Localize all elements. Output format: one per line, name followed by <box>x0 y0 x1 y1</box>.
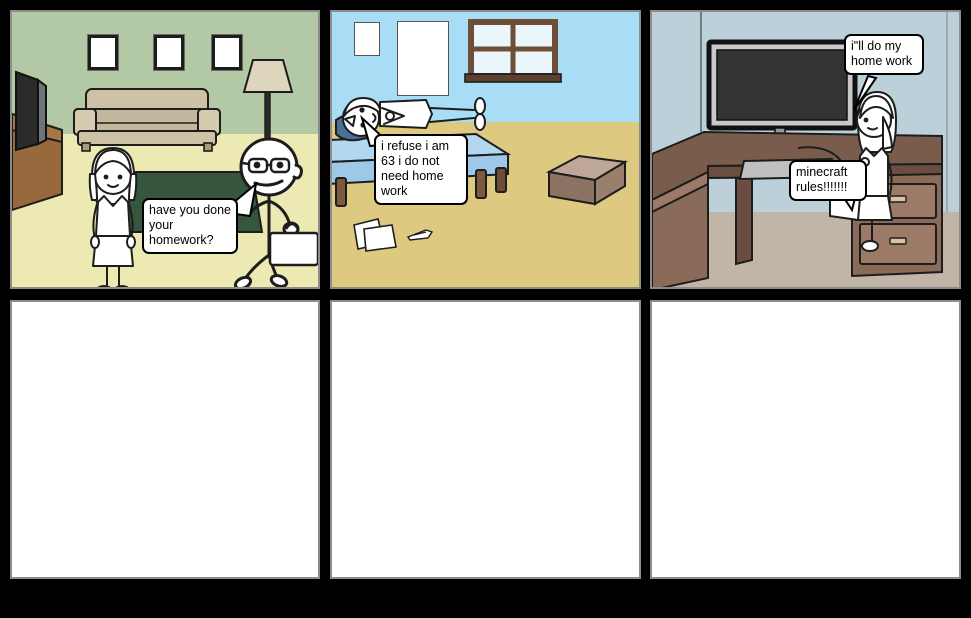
mother-figure <box>88 147 138 287</box>
panel-4-scene <box>12 302 318 577</box>
dad-question-bubble: have you done your homework? <box>142 198 238 254</box>
wall-frame-left <box>88 35 118 70</box>
panel-6-scene <box>652 302 959 577</box>
storyboard-panel-6[interactable] <box>650 300 961 579</box>
wall-frame-right <box>212 35 242 70</box>
girl-homework-bubble-tail <box>853 74 878 111</box>
cardboard-box <box>545 154 628 206</box>
bedroom-window <box>464 19 562 83</box>
storyboard-panel-3[interactable]: i"ll do my home work minecraft rules!!!!… <box>650 10 961 289</box>
father-figure <box>233 137 318 287</box>
panel-3-scene: i"ll do my home work minecraft rules!!!!… <box>652 12 959 287</box>
storyboard-panel-5[interactable] <box>330 300 641 579</box>
couch <box>73 88 221 152</box>
television <box>15 70 47 152</box>
pencil-on-floor <box>406 229 434 241</box>
storyboard-panel-4[interactable] <box>10 300 320 579</box>
girl-at-desk-figure <box>855 91 897 252</box>
wall-right-edge <box>946 12 948 212</box>
storyboard-panel-1[interactable]: have you done your homework? <box>10 10 320 289</box>
kid-lying-figure <box>342 97 486 137</box>
bedroom-poster-large <box>397 21 449 96</box>
panel-2-scene: i refuse i am 63 i do not need home work <box>332 12 639 287</box>
girl-homework-bubble: i"ll do my home work <box>844 34 924 75</box>
panel-5-scene <box>332 302 639 577</box>
bedroom-poster-small <box>354 22 380 56</box>
storyboard-panel-2[interactable]: i refuse i am 63 i do not need home work <box>330 10 641 289</box>
wall-frame-center <box>154 35 184 70</box>
kid-refusal-bubble: i refuse i am 63 i do not need home work <box>374 134 468 205</box>
girl-minecraft-bubble: minecraft rules!!!!!!! <box>789 160 867 201</box>
wall-corner-line <box>700 12 702 132</box>
computer-monitor <box>706 39 858 139</box>
papers-on-floor <box>353 218 397 252</box>
panel-1-scene: have you done your homework? <box>12 12 318 287</box>
